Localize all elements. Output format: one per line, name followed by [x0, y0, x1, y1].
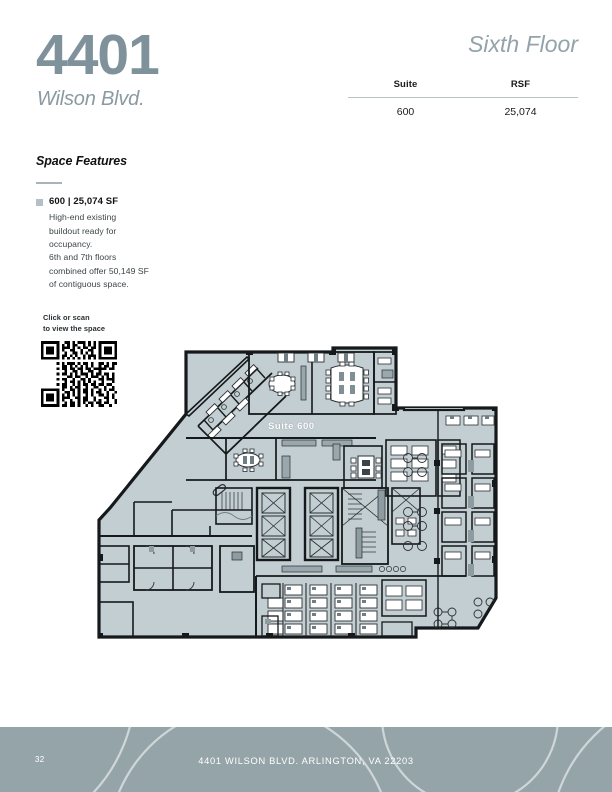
page-footer — [0, 727, 612, 792]
table-header-row: Suite RSF — [348, 79, 578, 98]
small-conference-table — [268, 371, 296, 396]
building-core — [215, 486, 421, 565]
section-divider — [36, 182, 62, 184]
feature-heading: 600 | 25,074 SF — [49, 196, 119, 207]
column-header-rsf: RSF — [510, 79, 531, 90]
feature-description: High-end existing buildout ready for occ… — [49, 212, 149, 289]
northwest-angled-offices — [184, 351, 287, 455]
suite-table: Suite RSF 600 25,074 — [348, 79, 578, 118]
floor-title: Sixth Floor — [468, 31, 578, 57]
boardroom-table — [325, 361, 369, 407]
building-number: 4401 — [36, 23, 160, 87]
square-bullet-icon — [36, 199, 43, 206]
qr-caption: Click or scan to view the space — [43, 313, 106, 334]
table-row: 600 25,074 — [348, 98, 578, 118]
feature-heading-row: 600 | 25,074 SF — [36, 196, 196, 207]
floor-plan-drawing — [86, 340, 544, 680]
feature-item: 600 | 25,074 SF High-end existing buildo… — [36, 196, 196, 291]
mid-upper-offices — [186, 437, 383, 497]
floor-plan-contents — [99, 348, 496, 637]
qr-code-icon[interactable] — [41, 341, 117, 407]
space-features-title: Space Features — [36, 154, 128, 168]
mid-east-collab-tables — [403, 453, 427, 551]
east-private-offices — [437, 410, 495, 628]
floor-slab-outline — [97, 346, 498, 639]
south-cubicle-farm — [255, 565, 466, 637]
west-office-cluster — [99, 501, 255, 637]
cell-rsf: 25,074 — [504, 106, 537, 118]
column-header-suite: Suite — [393, 79, 418, 90]
footer-address: 4401 WILSON BLVD. ARLINGTON, VA 22203 — [198, 756, 414, 766]
building-street: Wilson Blvd. — [37, 88, 145, 110]
page-number: 32 — [35, 755, 45, 764]
cell-suite: 600 — [396, 106, 415, 118]
north-conference-zone — [248, 351, 375, 415]
